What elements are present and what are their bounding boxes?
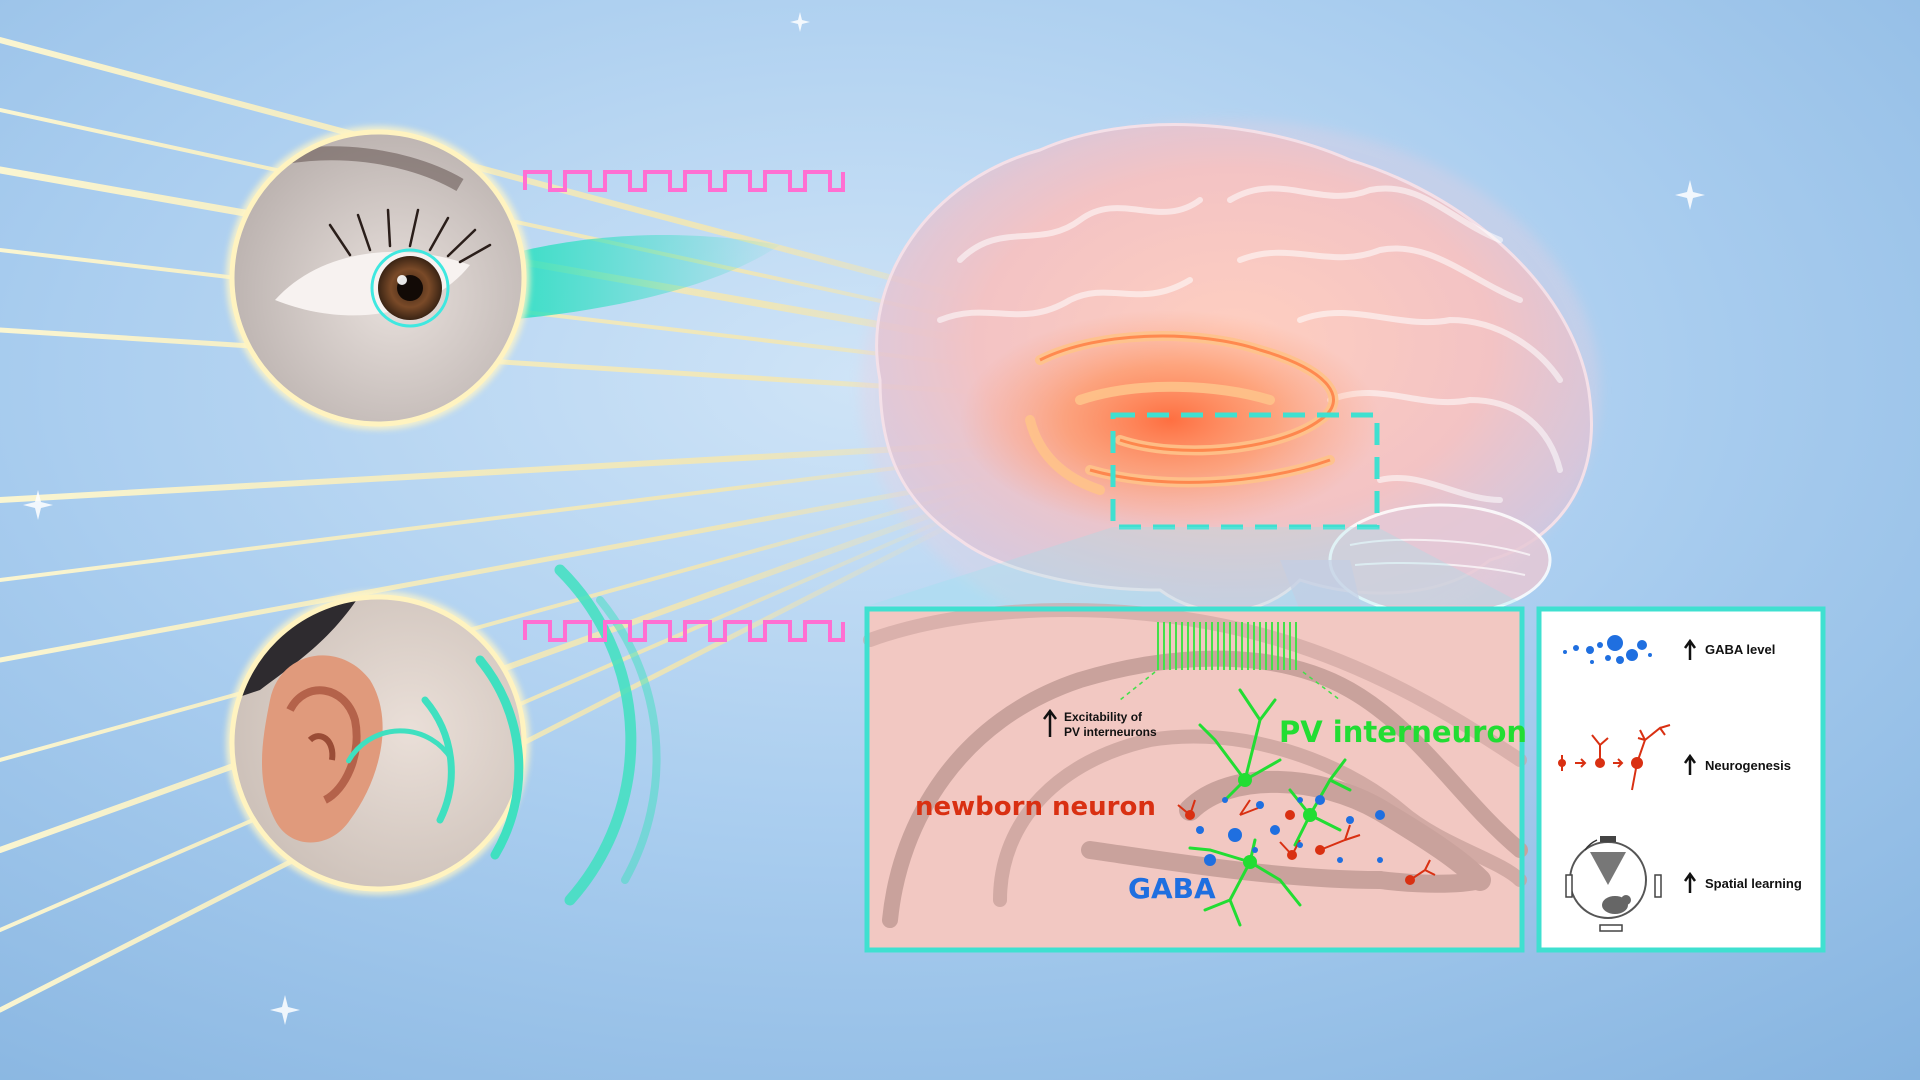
- pv-interneuron-label: PV interneuron: [1279, 715, 1528, 749]
- auditory-pulse-train: [523, 620, 845, 642]
- newborn-neuron-label: newborn neuron: [915, 792, 1156, 822]
- pulse-comb: [1157, 622, 1297, 670]
- neurogenesis-icon: [1561, 724, 1671, 791]
- legend-spatial-learning: Spatial learning: [1705, 876, 1802, 891]
- up-arrow-excitability: [1043, 708, 1057, 737]
- legend-gaba-level: GABA level: [1705, 642, 1776, 657]
- hippocampus-highlight-box: [1110, 412, 1380, 530]
- excitability-label-line1: Excitability of: [1064, 710, 1143, 724]
- excitability-label-line2: PV interneurons: [1064, 725, 1157, 739]
- hippocampus-inset-panel: [863, 603, 1528, 953]
- brain: [860, 120, 1600, 700]
- water-maze-icon: [1565, 836, 1662, 932]
- ear-image: [226, 591, 530, 895]
- sound-waves: [346, 564, 661, 906]
- gaba-dots: [1196, 795, 1385, 866]
- legend-panel: [1536, 606, 1826, 953]
- eye-image: [226, 126, 530, 430]
- visual-pulse-train: [523, 170, 845, 192]
- gaba-label: GABA: [1128, 872, 1216, 905]
- legend-neurogenesis: Neurogenesis: [1705, 758, 1791, 773]
- pv-interneurons: [1188, 688, 1352, 927]
- eye-signal-cone: [505, 235, 780, 320]
- gaba-level-icon: [1563, 635, 1652, 664]
- sparkles: [23, 12, 1705, 1025]
